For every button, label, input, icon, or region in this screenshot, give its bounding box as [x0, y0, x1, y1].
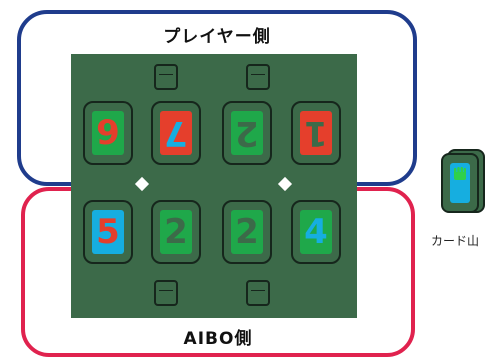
aibo-zone-label: AIBO側 — [183, 329, 253, 349]
game-board: 9 7 2 1 5 2 2 4 — [71, 54, 357, 318]
divider-diamond-right — [277, 176, 293, 192]
aibo-card-4[interactable]: 4 — [291, 200, 341, 264]
player-card-4-face: 1 — [300, 111, 332, 155]
player-card-3[interactable]: 2 — [222, 101, 272, 165]
divider-diamond-left — [134, 176, 150, 192]
aibo-card-1-value: 5 — [96, 212, 120, 252]
aibo-slot-left[interactable] — [154, 280, 178, 306]
hand-icon — [454, 167, 466, 180]
player-card-2-face: 7 — [160, 111, 192, 155]
aibo-slot-right[interactable] — [246, 280, 270, 306]
aibo-card-2-face: 2 — [160, 210, 192, 254]
player-slot-right[interactable] — [246, 64, 270, 90]
player-card-2[interactable]: 7 — [151, 101, 201, 165]
aibo-card-4-face: 4 — [300, 210, 332, 254]
player-slot-left[interactable] — [154, 64, 178, 90]
player-card-3-value: 2 — [235, 113, 259, 153]
aibo-card-3-face: 2 — [231, 210, 263, 254]
aibo-card-1[interactable]: 5 — [83, 200, 133, 264]
deck-top-card — [441, 153, 479, 213]
aibo-card-2[interactable]: 2 — [151, 200, 201, 264]
card-deck[interactable] — [441, 149, 487, 216]
aibo-card-1-face: 5 — [92, 210, 124, 254]
aibo-card-3-value: 2 — [235, 212, 259, 252]
player-card-1-value: 9 — [96, 113, 120, 153]
player-card-2-value: 7 — [164, 113, 188, 153]
player-zone-label: プレイヤー側 — [163, 27, 271, 47]
aibo-card-4-value: 4 — [304, 212, 328, 252]
aibo-card-3[interactable]: 2 — [222, 200, 272, 264]
player-card-1[interactable]: 9 — [83, 101, 133, 165]
player-card-4-value: 1 — [304, 113, 328, 153]
player-card-1-face: 9 — [92, 111, 124, 155]
player-card-3-face: 2 — [231, 111, 263, 155]
player-card-4[interactable]: 1 — [291, 101, 341, 165]
aibo-card-2-value: 2 — [164, 212, 188, 252]
deck-label: カード山 — [431, 234, 480, 248]
deck-card-face — [450, 163, 470, 203]
